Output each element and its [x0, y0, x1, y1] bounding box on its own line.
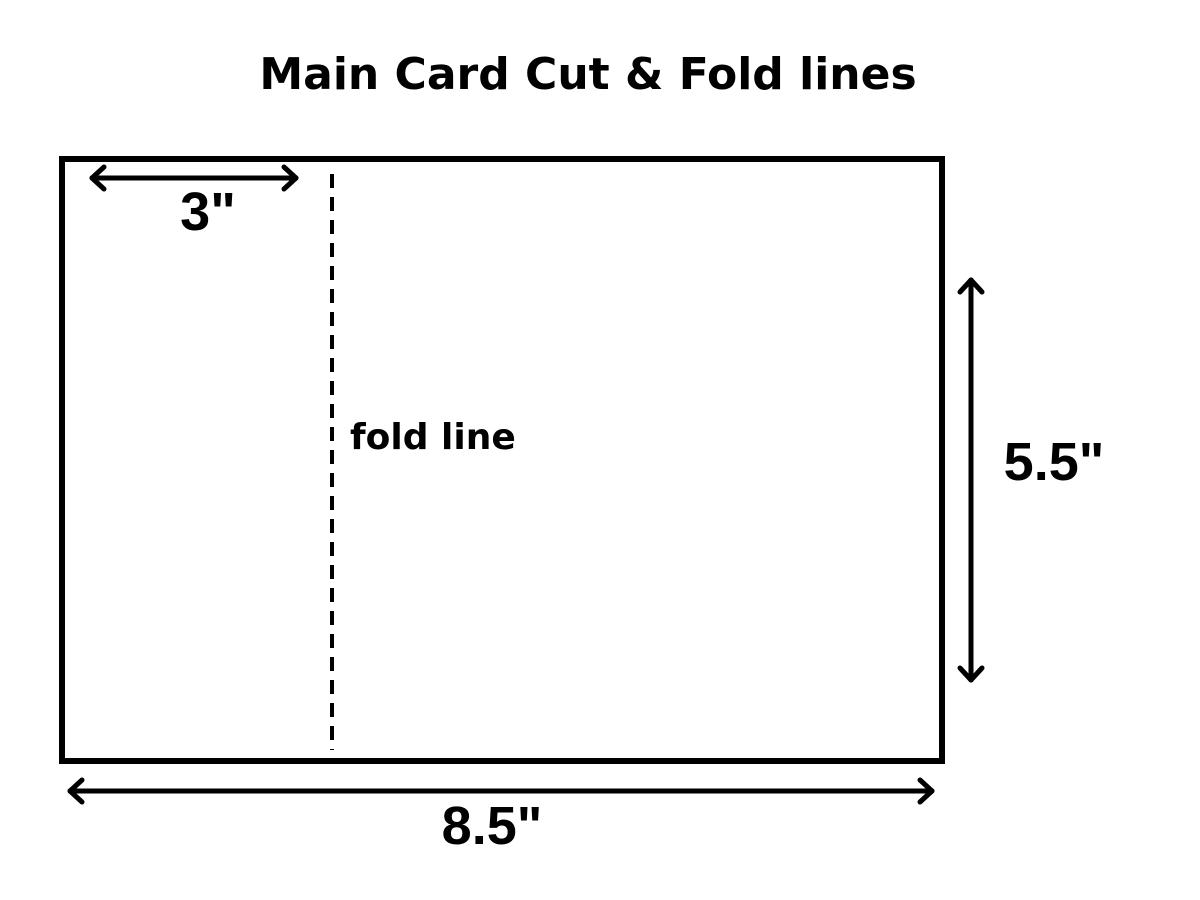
fold-width-label: 3" [180, 182, 236, 242]
card-outline [59, 156, 945, 764]
diagram-title: Main Card Cut & Fold lines [259, 49, 916, 100]
height-arrow [957, 277, 985, 683]
width-arrow [67, 777, 935, 805]
fold-line-label: fold line [350, 417, 516, 458]
width-label: 8.5" [442, 796, 543, 856]
height-label: 5.5" [1004, 432, 1105, 492]
fold-width-arrow [89, 164, 299, 192]
